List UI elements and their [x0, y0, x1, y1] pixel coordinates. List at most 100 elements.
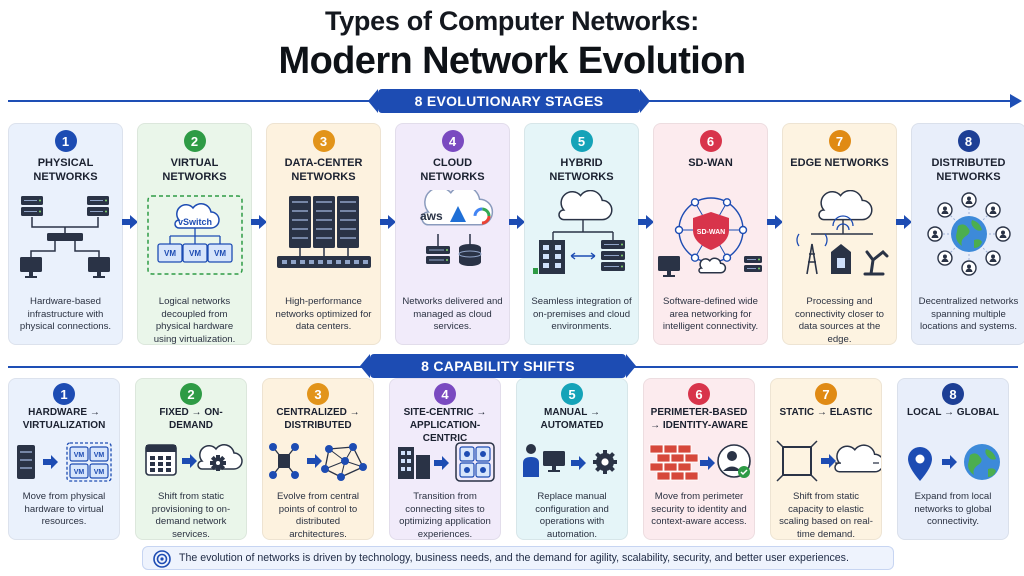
stages-section-label: 8 EVOLUTIONARY STAGES: [368, 89, 650, 113]
shift-number-badge: 1: [53, 383, 75, 405]
stage-arrow-icon: [767, 215, 783, 229]
stage-card-2: 2Virtual NetworksvSwitchVMVMVMLogical ne…: [137, 123, 252, 345]
server-to-vm-icon: VM VM VM VM: [9, 437, 119, 487]
stage-title: Distributed Networks: [931, 157, 1006, 183]
stage-card-8: 8Distributed NetworksDecentralized netwo…: [911, 123, 1024, 345]
stage-arrow-icon: [380, 215, 396, 229]
footer-note: The evolution of networks is driven by t…: [142, 546, 894, 570]
shift-card-5: 5Manual → AutomatedReplace manual config…: [516, 378, 628, 540]
svg-text:VM: VM: [94, 452, 105, 459]
shift-title: Centralized → Distributed: [276, 407, 360, 431]
stage-number-badge: 6: [699, 130, 722, 152]
stage-title: SD-WAN: [688, 157, 733, 169]
shift-card-2: 2Fixed → On-DemandShift from static prov…: [135, 378, 247, 540]
shift-description: Transition from connecting sites to opti…: [399, 491, 491, 540]
stage-arrow-icon: [122, 215, 138, 229]
stage-title: Edge Networks: [790, 157, 889, 169]
stage-arrow-icon: [896, 215, 912, 229]
shift-description: Expand from local networks to global con…: [914, 491, 992, 527]
physical-network-icon: [9, 190, 122, 280]
shift-card-7: 7Static → ElasticShift from static capac…: [770, 378, 882, 540]
shift-number-badge: 2: [180, 383, 202, 405]
shift-title: Local → Global: [906, 407, 1000, 418]
stage-card-5: 5Hybrid NetworksSeamless integration of …: [524, 123, 639, 345]
svg-text:aws: aws: [420, 209, 443, 223]
stage-title: Physical Networks: [33, 157, 98, 183]
stage-number-badge: 1: [54, 130, 77, 152]
page-title-line-2: Modern Network Evolution: [278, 40, 747, 82]
stage-arrow-icon: [251, 215, 267, 229]
shift-description: Evolve from central points of control to…: [276, 491, 360, 540]
edge-computing-icon: [783, 190, 896, 280]
stage-number-badge: 3: [312, 130, 335, 152]
shifts-section-label: 8 CAPABILITY SHIFTS: [360, 354, 636, 378]
firewall-to-identity-icon: [644, 437, 754, 487]
stage-number-badge: 7: [828, 130, 851, 152]
stage-card-1: 1Physical NetworksHardware-based infrast…: [8, 123, 123, 345]
target-icon: [153, 550, 171, 568]
footer-text: The evolution of networks is driven by t…: [179, 552, 849, 564]
shift-title: Fixed → On-Demand: [159, 407, 223, 431]
stage-description: Software-defined wide area networking fo…: [662, 296, 759, 332]
stage-card-7: 7Edge NetworksProcessing and connectivit…: [782, 123, 897, 345]
server-rack-icon: [267, 190, 380, 280]
stage-title: Data-Center Networks: [284, 157, 363, 183]
shift-title: Static → Elastic: [779, 407, 873, 418]
shift-description: Replace manual configuration and operati…: [535, 491, 609, 540]
shift-title: Site-Centric → Application-Centric: [403, 407, 487, 444]
globe-network-icon: [912, 190, 1024, 280]
svg-text:VM: VM: [94, 469, 105, 476]
stage-description: Networks delivered and managed as cloud …: [402, 296, 503, 332]
stage-description: High-performance networks optimized for …: [275, 296, 372, 332]
stages-row: 1Physical NetworksHardware-based infrast…: [8, 123, 1024, 345]
shift-title: Manual → Automated: [540, 407, 604, 431]
person-to-gear-icon: [517, 437, 627, 487]
box-to-elastic-cloud-icon: [771, 437, 881, 487]
hub-to-mesh-icon: [263, 437, 373, 487]
stage-number-badge: 4: [441, 130, 464, 152]
stage-description: Processing and connectivity closer to da…: [794, 296, 885, 345]
svg-text:vSwitch: vSwitch: [177, 217, 211, 227]
pin-to-globe-icon: [898, 437, 1008, 487]
divider-arrow-icon: [1010, 94, 1022, 108]
hybrid-cloud-icon: [525, 190, 638, 280]
sdwan-shield-icon: SD-WAN: [654, 190, 767, 280]
stage-description: Seamless integration of on-premises and …: [531, 296, 632, 332]
stage-title: Hybrid Networks: [549, 157, 614, 183]
stage-arrow-icon: [638, 215, 654, 229]
stage-title: Cloud Networks: [420, 157, 485, 183]
svg-text:VM: VM: [74, 469, 85, 476]
shift-card-6: 6Perimeter-Based → Identity-AwareMove fr…: [643, 378, 755, 540]
shift-card-3: 3Centralized → DistributedEvolve from ce…: [262, 378, 374, 540]
svg-text:VM: VM: [164, 249, 176, 258]
shift-description: Shift from static capacity to elastic sc…: [779, 491, 873, 540]
shift-number-badge: 3: [307, 383, 329, 405]
shift-description: Move from physical hardware to virtual r…: [22, 491, 106, 527]
cloud-providers-icon: aws: [396, 190, 509, 280]
shift-description: Shift from static provisioning to on-dem…: [151, 491, 231, 540]
shift-number-badge: 5: [561, 383, 583, 405]
shift-number-badge: 6: [688, 383, 710, 405]
stage-description: Decentralized networks spanning multiple…: [918, 296, 1019, 332]
svg-text:VM: VM: [214, 249, 226, 258]
stage-number-badge: 2: [183, 130, 206, 152]
svg-text:VM: VM: [74, 452, 85, 459]
shift-number-badge: 4: [434, 383, 456, 405]
stage-number-badge: 5: [570, 130, 593, 152]
shift-card-1: 1Hardware → VirtualizationVM VM VM VM Move f…: [8, 378, 120, 540]
shifts-row: 1Hardware → VirtualizationVM VM VM VM Move f…: [8, 378, 1016, 540]
calendar-to-cloud-icon: [136, 437, 246, 487]
page-title-line-1: Types of Computer Networks:: [325, 6, 699, 36]
stage-card-3: 3Data-Center NetworksHigh-performance ne…: [266, 123, 381, 345]
stage-title: Virtual Networks: [162, 157, 227, 183]
stage-description: Hardware-based infrastructure with physi…: [19, 296, 112, 332]
shift-number-badge: 8: [942, 383, 964, 405]
svg-text:SD-WAN: SD-WAN: [696, 229, 724, 236]
stage-number-badge: 8: [957, 130, 980, 152]
shift-title: Hardware → Virtualization: [22, 407, 106, 431]
svg-text:VM: VM: [189, 249, 201, 258]
shift-title: Perimeter-Based → Identity-Aware: [650, 407, 748, 431]
